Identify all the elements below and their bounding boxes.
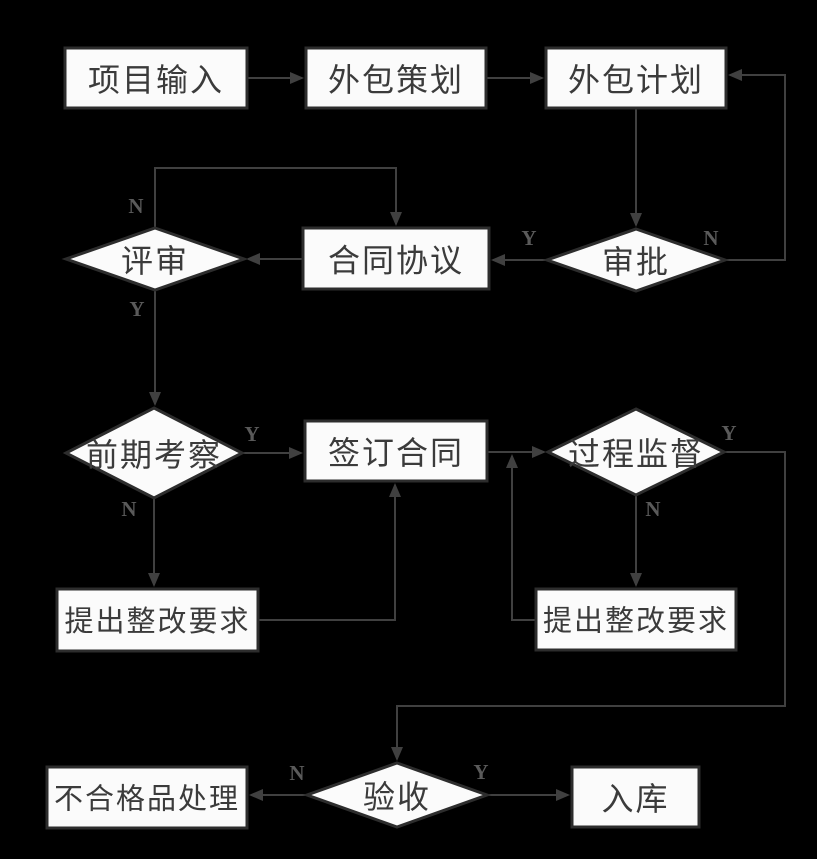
node-label: 提出整改要求: [543, 605, 729, 638]
node-nonconforming-handling: 不合格品处理: [45, 765, 249, 830]
edge-e-approval-no-plan: [725, 69, 786, 261]
branch-label-acceptance-n: N: [289, 761, 304, 785]
decision-diamond: [542, 227, 730, 293]
edge-e-review-no-agreement: [154, 167, 402, 228]
node-label: 过程监督: [568, 436, 704, 472]
node-label: 审批: [602, 244, 670, 280]
branch-label-acceptance-y: Y: [473, 760, 488, 784]
branch-label-approval-n: N: [703, 226, 718, 250]
node-rectification-request-left: 提出整改要求: [55, 587, 260, 653]
process-box: [55, 587, 260, 653]
node-project-input: 项目输入: [63, 46, 249, 110]
process-box: [570, 765, 701, 829]
decision-diamond: [544, 407, 728, 497]
branch-label-investigation-n: N: [121, 497, 136, 521]
branch-label-approval-y: Y: [521, 226, 536, 250]
edge-e-rectifyleft-to-sign: [258, 483, 401, 621]
edge-e-rectifyright-to-flow: [506, 454, 536, 621]
node-warehousing: 入库: [570, 765, 701, 829]
node-label: 外包策划: [328, 62, 464, 98]
branch-label-review-n: N: [128, 194, 143, 218]
decision-diamond: [302, 761, 492, 829]
node-contract-agreement: 合同协议: [301, 226, 491, 291]
node-label: 评审: [121, 243, 189, 279]
process-box: [301, 226, 491, 291]
node-outsourcing-planning: 外包策划: [304, 46, 488, 110]
process-box: [45, 765, 249, 830]
branch-label-investigation-y: Y: [244, 422, 259, 446]
node-preliminary-investigation: 前期考察: [62, 406, 246, 500]
node-label: 合同协议: [328, 243, 464, 279]
branch-label-supervision-n: N: [645, 497, 660, 521]
node-review: 评审: [61, 226, 249, 292]
process-box: [63, 46, 249, 110]
node-label: 项目输入: [88, 62, 224, 98]
node-label: 不合格品处理: [54, 783, 240, 816]
node-outsourcing-plan: 外包计划: [544, 46, 728, 110]
node-process-supervision: 过程监督: [544, 407, 728, 497]
node-label: 验收: [363, 779, 431, 815]
branch-label-review-y: Y: [129, 297, 144, 321]
edge-e-supervision-yes-accept: [391, 451, 786, 761]
process-box: [303, 419, 489, 483]
decision-diamond: [62, 406, 246, 500]
node-label: 签订合同: [328, 435, 464, 471]
node-label: 前期考察: [86, 437, 222, 473]
process-box: [534, 587, 738, 652]
process-box: [544, 46, 728, 110]
node-rectification-request-right: 提出整改要求: [534, 587, 738, 652]
node-label: 外包计划: [568, 62, 704, 98]
node-sign-contract: 签订合同: [303, 419, 489, 483]
node-label: 入库: [601, 781, 669, 817]
decision-diamond: [61, 226, 249, 292]
node-label: 提出整改要求: [64, 605, 250, 638]
process-box: [304, 46, 488, 110]
node-approval: 审批: [542, 227, 730, 293]
branch-label-supervision-y: Y: [721, 421, 736, 445]
node-acceptance: 验收: [302, 761, 492, 829]
